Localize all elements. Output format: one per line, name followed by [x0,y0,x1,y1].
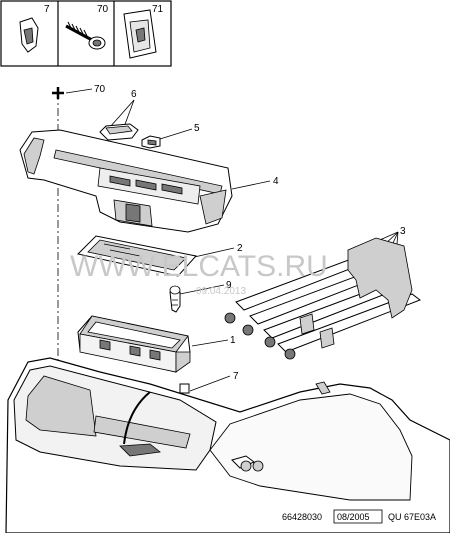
watermark-date: 09.04.2013 [196,286,246,297]
callout-9: 9 [226,280,232,291]
part-2-plate [77,235,197,277]
footer-date: 08/2005 [337,512,370,522]
callout-4: 4 [273,176,279,187]
callout-3: 3 [400,226,406,237]
part-4-console-panel [19,129,233,233]
part-9-bulb [169,285,181,313]
watermark-text: WWW.ELCATS.RU [70,250,328,283]
legend-spring-clip-icon [123,9,157,59]
part-1-housing [77,315,191,373]
footer-code: QU 67E03A [388,512,436,522]
callout-6: 6 [131,89,137,100]
dashboard-base [5,357,450,533]
part-5-cover [141,135,161,149]
legend-screw-icon [65,21,106,50]
callout-7: 7 [233,371,239,382]
legend-box: 7 70 71 [0,0,172,67]
footer-ref: 66428030 [282,512,322,522]
part-7-square [179,383,190,394]
callout-70: 70 [94,84,106,95]
part-6-clip [99,123,139,141]
footer: 66428030 08/2005 QU 67E03A [282,509,436,524]
part-3-connectors [224,237,422,360]
screw-marker-icon [52,87,64,99]
callout-1: 1 [230,335,236,346]
legend-number-7: 7 [44,4,50,15]
legend-number-71: 71 [152,4,164,15]
callout-5: 5 [194,123,200,134]
callout-2: 2 [237,243,243,254]
legend-number-70: 70 [97,4,109,15]
legend-clip-icon [19,17,39,53]
